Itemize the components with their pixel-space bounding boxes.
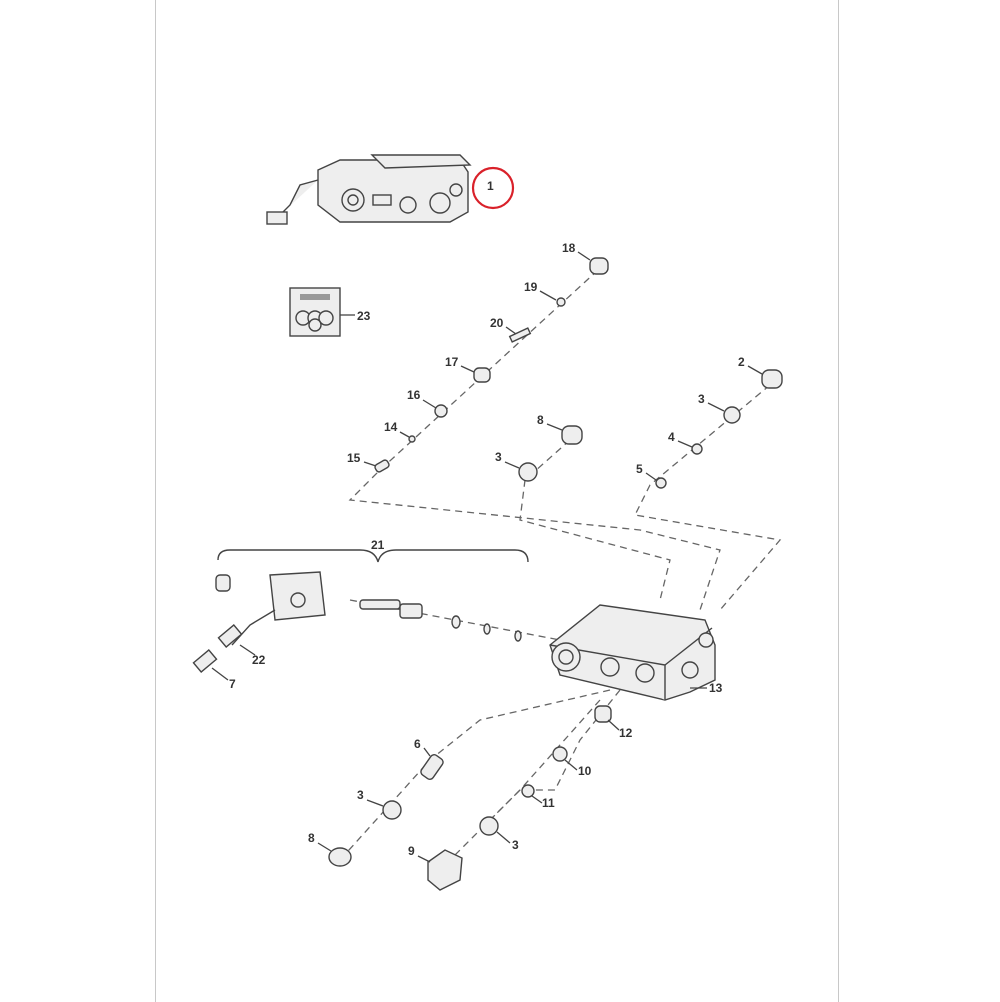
callout-14[interactable]: 14: [384, 420, 398, 434]
assembly-lines: [339, 269, 782, 871]
callout-8-upper[interactable]: 8: [537, 413, 544, 427]
small-parts-upper[interactable]: [374, 257, 783, 489]
highlight-circle: [471, 166, 515, 210]
callout-5[interactable]: 5: [636, 462, 643, 476]
callout-9[interactable]: 9: [408, 844, 415, 858]
callout-12[interactable]: 12: [619, 726, 633, 740]
valve-body-13[interactable]: [549, 604, 716, 701]
callout-4[interactable]: 4: [668, 430, 675, 444]
solenoid-assembly-21[interactable]: [192, 549, 529, 674]
valve-assembly-1[interactable]: [266, 154, 472, 225]
callout-3-lower-left[interactable]: 3: [357, 788, 364, 802]
callout-3-upper-middle[interactable]: 3: [495, 450, 502, 464]
page-frame: [155, 0, 839, 1002]
callout-16[interactable]: 16: [407, 388, 421, 402]
callout-22[interactable]: 22: [252, 653, 266, 667]
callout-18[interactable]: 18: [562, 241, 576, 255]
callout-10[interactable]: 10: [578, 764, 592, 778]
callout-7[interactable]: 7: [229, 677, 236, 691]
callout-6[interactable]: 6: [414, 737, 421, 751]
callout-3-lower-right[interactable]: 3: [512, 838, 519, 852]
callout-labels: 1 18 19 20 17 16 14 15 23 2 3 4 5 8 3 21…: [211, 179, 763, 863]
callout-23[interactable]: 23: [357, 309, 371, 323]
callout-8-lower[interactable]: 8: [308, 831, 315, 845]
callout-20[interactable]: 20: [490, 316, 504, 330]
small-parts-lower[interactable]: [328, 705, 612, 891]
callout-15[interactable]: 15: [347, 451, 361, 465]
callout-1[interactable]: 1: [487, 179, 494, 193]
callout-19[interactable]: 19: [524, 280, 538, 294]
callout-11[interactable]: 11: [542, 796, 555, 810]
callout-17[interactable]: 17: [445, 355, 459, 369]
callout-13[interactable]: 13: [709, 681, 723, 695]
callout-2[interactable]: 2: [738, 355, 745, 369]
callout-21[interactable]: 21: [371, 538, 385, 552]
seal-kit-23[interactable]: [289, 287, 355, 337]
callout-3-upper-right[interactable]: 3: [698, 392, 705, 406]
